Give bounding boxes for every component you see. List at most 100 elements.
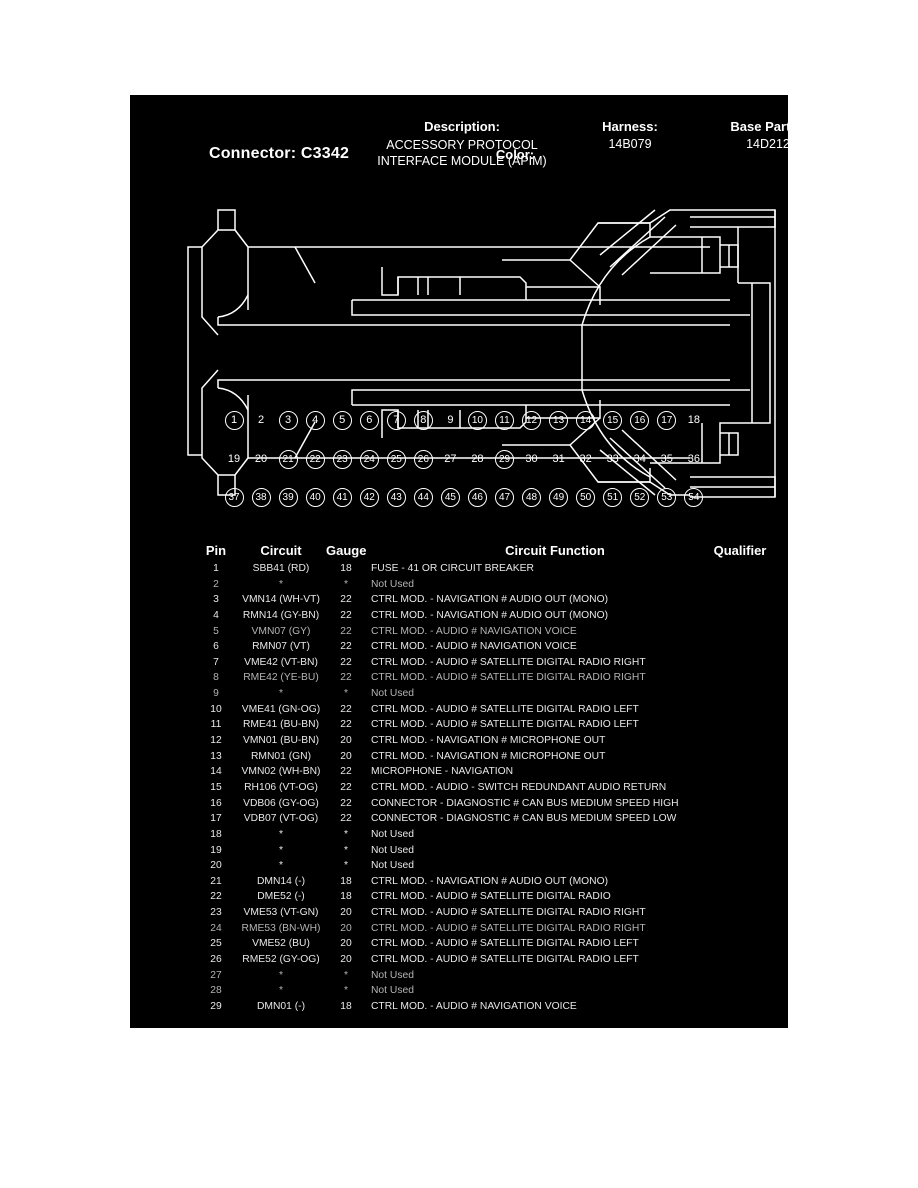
pin-8: 8 [413, 410, 433, 430]
cell-pin: 20 [210, 860, 222, 872]
base-part-label: Base Part #: [730, 119, 806, 134]
cell-circuit-function: CTRL MOD. - NAVIGATION # AUDIO OUT (MONO… [371, 875, 609, 887]
pin-24: 24 [359, 449, 379, 469]
cell-gauge: * [343, 828, 348, 840]
column-header-circuit: Circuit [260, 543, 302, 558]
cell-circuit: VMN14 (WH-VT) [242, 594, 320, 606]
pin-6: 6 [359, 410, 379, 430]
cell-gauge: * [343, 844, 348, 856]
cell-gauge: 22 [340, 703, 352, 715]
cell-circuit: VMN01 (BU-BN) [242, 735, 320, 747]
description-value: ACCESSORY PROTOCOL INTERFACE MODULE (API… [377, 138, 547, 168]
table-row: 9**Not Used [130, 688, 788, 704]
cell-circuit-function: CTRL MOD. - AUDIO # SATELLITE DIGITAL RA… [371, 938, 639, 950]
pin-43: 43 [386, 487, 406, 507]
cell-pin: 6 [213, 641, 219, 653]
pin-33: 33 [606, 453, 619, 465]
cell-gauge: 20 [340, 750, 352, 762]
cell-circuit-function: CTRL MOD. - NAVIGATION # AUDIO OUT (MONO… [371, 594, 609, 606]
pin-14: 14 [576, 410, 596, 430]
table-row: 18**Not Used [130, 829, 788, 845]
cell-pin: 24 [210, 922, 222, 934]
column-header-circuit-function: Circuit Function [505, 543, 605, 558]
cell-circuit-function: CTRL MOD. - AUDIO # SATELLITE DIGITAL RA… [371, 656, 646, 668]
cell-gauge: 22 [340, 781, 352, 793]
pin-16: 16 [630, 410, 650, 430]
pin-49: 49 [549, 487, 569, 507]
cell-circuit: RME52 (GY-OG) [242, 954, 320, 966]
pin-36: 36 [687, 453, 700, 465]
cell-pin: 15 [210, 781, 222, 793]
cell-circuit-function: CONNECTOR - DIAGNOSTIC # CAN BUS MEDIUM … [371, 813, 677, 825]
pinout-table: Pin Circuit Gauge Circuit Function Quali… [130, 543, 788, 1017]
cell-pin: 16 [210, 797, 222, 809]
connector-outline-svg [187, 209, 776, 498]
pin-37: 37 [224, 487, 244, 507]
cell-circuit-function: Not Used [371, 578, 414, 590]
cell-pin: 5 [213, 625, 219, 637]
cell-circuit-function: Not Used [371, 828, 414, 840]
cell-circuit-function: CTRL MOD. - AUDIO # SATELLITE DIGITAL RA… [371, 907, 646, 919]
pin-38: 38 [251, 487, 271, 507]
pin-29: 29 [495, 449, 514, 469]
pin-21: 21 [278, 449, 298, 469]
cell-gauge: 22 [340, 609, 352, 621]
cell-circuit: VME52 (BU) [252, 938, 310, 950]
column-header-qualifier: Qualifier [713, 543, 767, 558]
pin-9: 9 [447, 414, 454, 426]
pin-3: 3 [278, 410, 298, 430]
cell-circuit-function: Not Used [371, 860, 414, 872]
cell-circuit-function: Not Used [371, 844, 414, 856]
cell-circuit: RMN01 (GN) [250, 750, 312, 762]
cell-circuit-function: CTRL MOD. - AUDIO # NAVIGATION VOICE [371, 625, 577, 637]
cell-circuit-function: MICROPHONE - NAVIGATION [371, 766, 514, 778]
pin-27: 27 [444, 453, 457, 465]
cell-gauge: 20 [340, 938, 352, 950]
cell-circuit-function: CTRL MOD. - NAVIGATION # MICROPHONE OUT [371, 750, 606, 762]
cell-pin: 27 [210, 969, 222, 981]
pin-28: 28 [471, 453, 484, 465]
cell-pin: 28 [210, 985, 222, 997]
table-header-row: Pin Circuit Gauge Circuit Function Quali… [130, 543, 788, 563]
pin-30: 30 [525, 453, 538, 465]
pin-52: 52 [630, 487, 650, 507]
cell-circuit-function: CTRL MOD. - AUDIO # SATELLITE DIGITAL RA… [371, 891, 611, 903]
cell-circuit: * [278, 969, 283, 981]
cell-gauge: * [343, 578, 348, 590]
cell-circuit-function: CTRL MOD. - NAVIGATION # AUDIO OUT (MONO… [371, 609, 609, 621]
table-row: 2**Not Used [130, 579, 788, 595]
cell-circuit: VMN07 (GY) [251, 625, 311, 637]
cell-gauge: 18 [340, 891, 352, 903]
pin-22: 22 [305, 449, 325, 469]
pin-15: 15 [603, 410, 623, 430]
pin-26: 26 [413, 449, 433, 469]
cell-gauge: * [343, 688, 348, 700]
pin-12: 12 [522, 410, 542, 430]
pin-17: 17 [657, 410, 677, 430]
cell-pin: 8 [213, 672, 219, 684]
cell-gauge: * [343, 860, 348, 872]
cell-circuit: DMN01 (-) [256, 1000, 306, 1012]
cell-circuit-function: FUSE - 41 OR CIRCUIT BREAKER [371, 563, 534, 574]
cell-gauge: 22 [340, 719, 352, 731]
cell-gauge: 20 [340, 735, 352, 747]
cell-pin: 26 [210, 954, 222, 966]
cell-circuit: DMN14 (-) [256, 875, 306, 887]
column-header-pin: Pin [205, 543, 227, 558]
cell-pin: 21 [210, 875, 222, 887]
cell-pin: 18 [210, 828, 222, 840]
pin-10: 10 [467, 410, 487, 430]
pin-41: 41 [332, 487, 352, 507]
